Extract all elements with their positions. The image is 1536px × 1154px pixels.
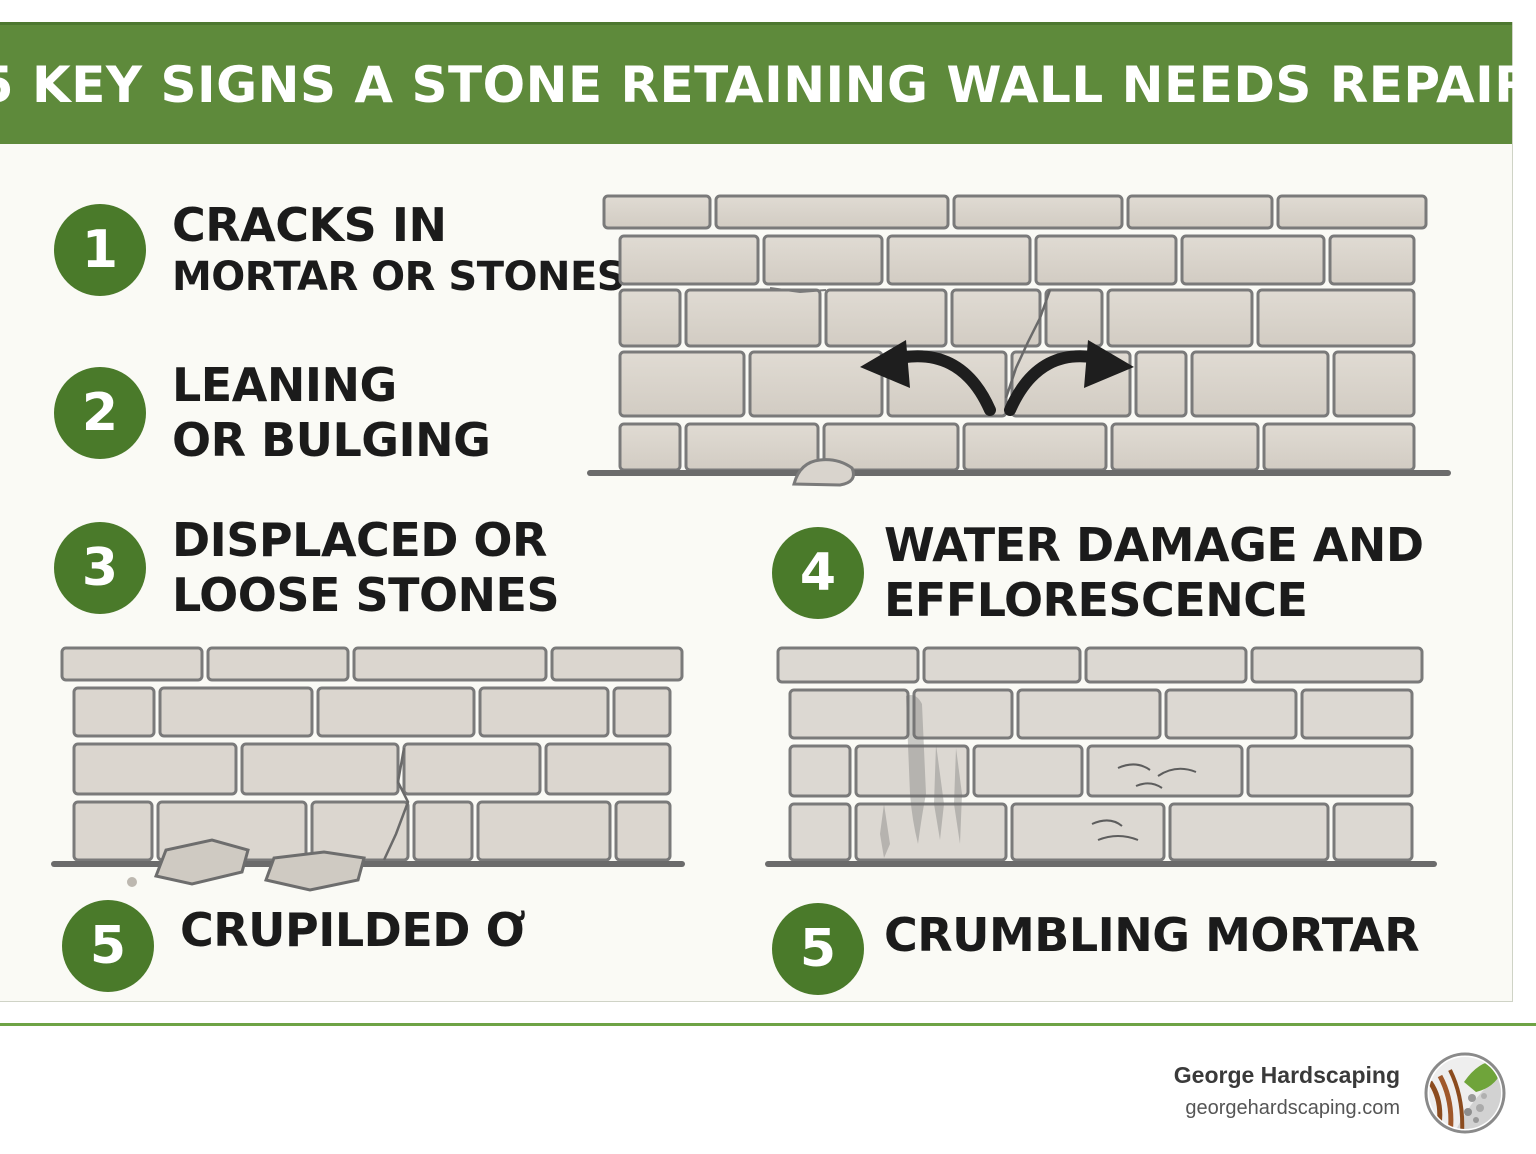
company-website: georgehardscaping.com	[1185, 1097, 1400, 1119]
sign-label: WATER DAMAGE AND EFFLORESCENCE	[884, 518, 1424, 628]
sign-label-line2: OR BULGING	[172, 413, 491, 468]
sign-label-line1: CRACKS IN	[172, 198, 447, 252]
sign-label: DISPLACED OR LOOSE STONES	[172, 513, 560, 623]
sign-item-crumbling-mortar: 5 CRUMBLING MORTAR	[772, 903, 1420, 995]
sign-label: LEANING OR BULGING	[172, 358, 491, 468]
sign-label-line1: CRUPILDED Ơ	[180, 903, 526, 958]
number-badge: 3	[54, 522, 146, 615]
number-badge: 1	[54, 203, 146, 296]
sign-item-displaced: 3 DISPLACED OR LOOSE STONES	[54, 513, 560, 623]
sign-item-crupilded: 5 CRUPILDED Ơ	[62, 900, 526, 992]
number-badge: 5	[772, 903, 864, 995]
water-stained-wall-illustration	[765, 646, 1437, 867]
sign-item-cracks: 1 CRACKS IN MORTAR OR STONES	[54, 198, 626, 301]
sign-label-line1: DISPLACED OR	[172, 513, 547, 567]
bulging-arrows-icon	[860, 340, 1134, 416]
george-hardscaping-logo	[1424, 1052, 1506, 1134]
brand-block: George Hardscaping georgehardscaping.com	[1174, 1062, 1400, 1120]
sign-label-line2: LOOSE STONES	[172, 568, 560, 623]
sign-item-water-damage: 4 WATER DAMAGE AND EFFLORESCENCE	[772, 518, 1424, 628]
footer-divider	[0, 1023, 1536, 1026]
sign-label-line1: WATER DAMAGE AND	[884, 518, 1424, 572]
sign-label-line2: EFFLORESCENCE	[884, 573, 1308, 628]
sign-item-leaning: 2 LEANING OR BULGING	[54, 358, 491, 468]
sign-label: CRACKS IN MORTAR OR STONES	[172, 198, 626, 301]
number-badge: 2	[54, 367, 146, 460]
sign-label-line2: MORTAR OR STONES	[172, 254, 626, 301]
company-name: George Hardscaping	[1173, 1062, 1400, 1088]
title-banner: 5 KEY SIGNS A STONE RETAINING WALL NEEDS…	[0, 22, 1533, 144]
displaced-stones-illustration	[51, 646, 685, 892]
sign-label: CRUPILDED Ơ	[180, 903, 526, 958]
number-badge: 5	[62, 900, 154, 992]
number-badge: 4	[772, 527, 864, 620]
cracked-wall-illustration	[587, 194, 1451, 487]
sign-label-line1: LEANING	[172, 358, 397, 412]
sign-label: CRUMBLING MORTAR	[884, 908, 1420, 963]
sign-label-line1: CRUMBLING MORTAR	[884, 908, 1420, 963]
page-title: 5 KEY SIGNS A STONE RETAINING WALL NEEDS…	[0, 55, 1534, 114]
